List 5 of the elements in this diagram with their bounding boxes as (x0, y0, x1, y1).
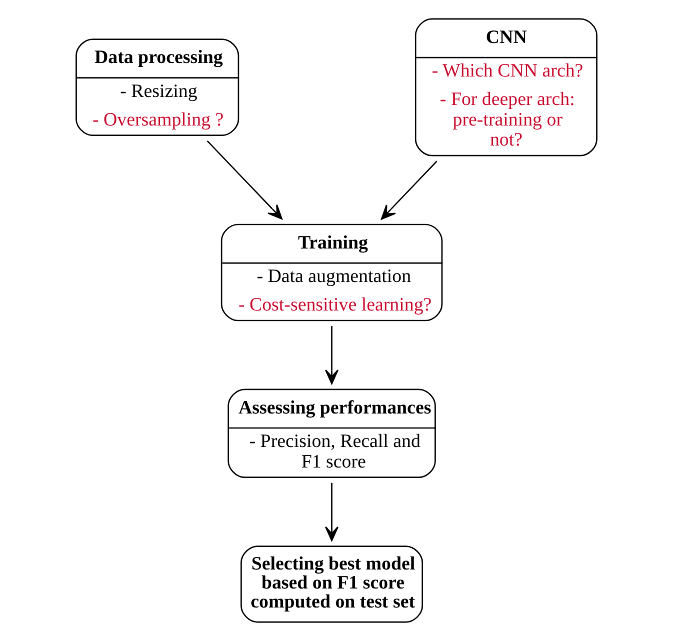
arrow (325, 326, 339, 384)
arrow (325, 482, 339, 542)
arrow (380, 160, 438, 220)
node-box: Selecting best model based on F1 score computed on test set (240, 546, 424, 623)
arrow (206, 140, 282, 220)
